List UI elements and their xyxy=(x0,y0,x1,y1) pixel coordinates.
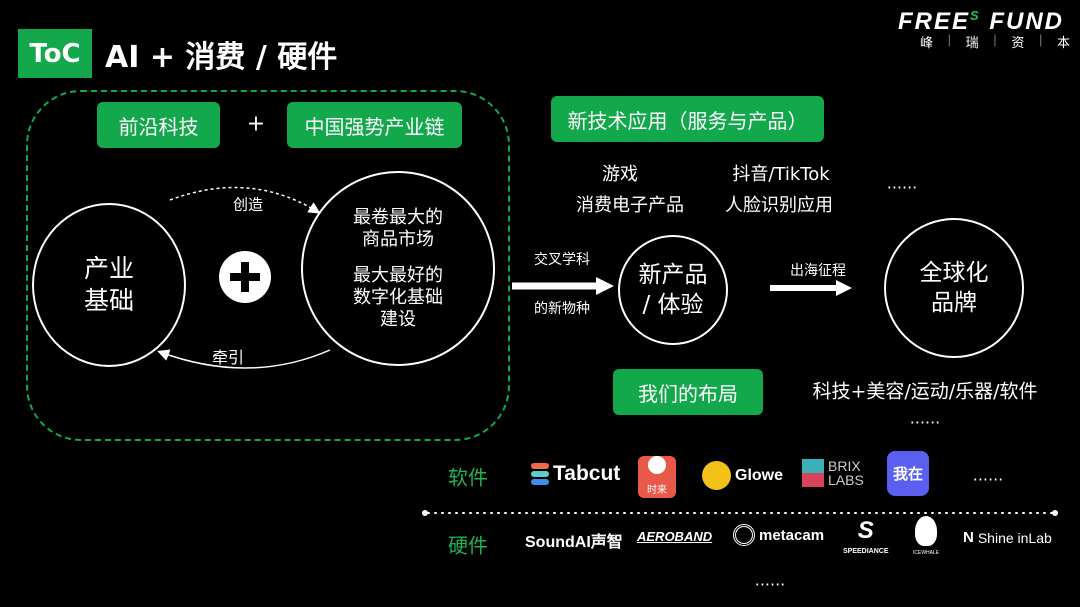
pull-arrow xyxy=(157,349,331,369)
brand-fund: FUND xyxy=(989,8,1065,35)
apps-more: ...... xyxy=(886,173,918,193)
create-arrow xyxy=(169,186,321,214)
brand-chinese: 峰|瑞|资|本 xyxy=(920,32,1070,50)
sectors-more: ...... xyxy=(909,408,941,428)
app-item: 抖音/TikTok xyxy=(732,164,830,185)
aeroband-logo: AEROBAND xyxy=(637,529,713,544)
plus-text: + xyxy=(246,111,266,137)
brand-logo: FREES FUND 峰|瑞|资|本 xyxy=(898,8,1074,51)
overseas-label: 出海征程 xyxy=(790,263,846,279)
soundai-logo: SoundAI声智 xyxy=(525,534,623,551)
new-tech-apps-box: 新技术应用（服务与产品） xyxy=(551,96,824,142)
cross-bottom-label: 的新物种 xyxy=(534,301,590,317)
brand-free: FREE xyxy=(898,8,971,35)
brand-s: S xyxy=(970,8,981,23)
foundation-group xyxy=(26,90,510,441)
global-brand-circle: 全球化品牌 xyxy=(884,218,1024,358)
pull-label: 牵引 xyxy=(211,348,245,367)
page-title: AI + 消费 / 硬件 xyxy=(105,40,338,75)
hardware-more: ...... xyxy=(754,570,786,590)
wozai-logo: 我在 xyxy=(887,451,929,496)
hardware-label: 硬件 xyxy=(448,533,488,558)
software-label: 软件 xyxy=(448,465,488,490)
market-circle: 最卷最大的商品市场 最大最好的数字化基础建设 xyxy=(301,171,495,366)
frontier-tech-box: 前沿科技 xyxy=(97,102,220,148)
create-label: 创造 xyxy=(232,195,264,214)
metacam-logo: metacam xyxy=(733,524,824,546)
industry-base-circle: 产业基础 xyxy=(32,203,186,367)
toc-tag: ToC xyxy=(18,29,92,78)
our-layout-box: 我们的布局 xyxy=(613,369,763,415)
icewhale-logo: ICEWHALE xyxy=(913,516,939,556)
app-item: 游戏 xyxy=(602,164,638,185)
app-item: 消费电子产品 xyxy=(576,195,684,216)
tabcut-logo: Tabcut xyxy=(531,462,620,486)
china-supply-chain-box: 中国强势产业链 xyxy=(287,102,462,148)
shilai-logo: 时来 xyxy=(638,456,676,498)
cross-top-label: 交叉学科 xyxy=(534,252,590,268)
new-product-circle: 新产品/ 体验 xyxy=(618,235,728,345)
sectors-text: 科技+美容/运动/乐器/软件 xyxy=(812,380,1038,403)
app-item: 人脸识别应用 xyxy=(725,195,833,216)
software-more: ...... xyxy=(972,465,1004,485)
glowe-logo: Glowe xyxy=(702,461,783,490)
plus-circle-icon xyxy=(219,251,271,303)
